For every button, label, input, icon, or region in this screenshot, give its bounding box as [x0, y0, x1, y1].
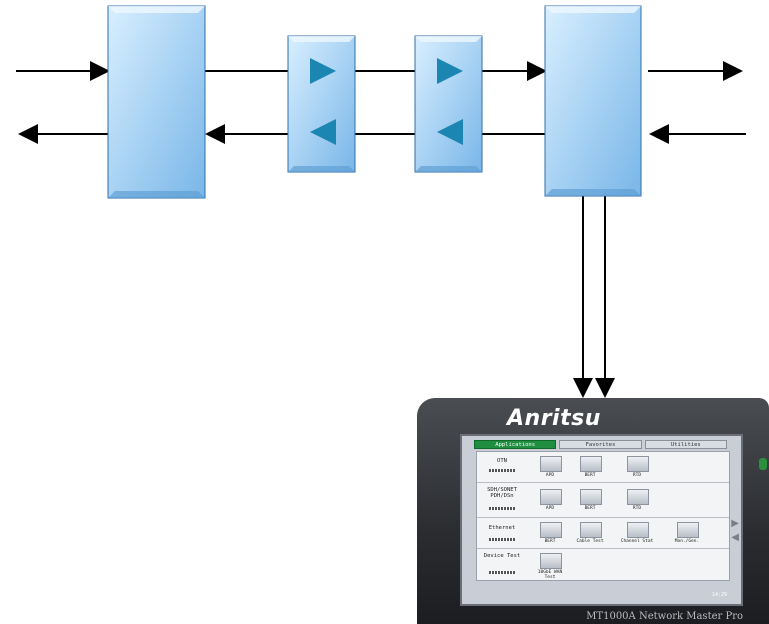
- tab-utilities[interactable]: Utilities: [644, 440, 727, 449]
- category-row-ethernet: Ethernet BERT Cable Test Channel Stat Mo…: [477, 518, 729, 549]
- category-label: OTN: [497, 458, 507, 464]
- category-label: Device Test: [483, 553, 521, 559]
- category-label: Ethernet: [488, 525, 516, 531]
- app-icon[interactable]: [627, 489, 649, 505]
- app-label: RTD: [632, 473, 642, 478]
- app-label: BERT: [584, 473, 596, 478]
- reverse-triangle-1: [310, 119, 336, 145]
- app-label: Channel Stat: [620, 539, 654, 544]
- prev-page-icon[interactable]: ◀: [731, 532, 739, 543]
- chip-icon: [489, 469, 515, 472]
- category-row-otn: OTN APD BERT RTD: [477, 452, 729, 483]
- status-bar-clock: 14:29: [711, 592, 727, 598]
- app-icon[interactable]: [540, 489, 562, 505]
- app-label: BERT: [544, 539, 556, 544]
- app-icon[interactable]: [580, 522, 602, 538]
- app-label: Cable Test: [576, 539, 604, 544]
- application-list: OTN APD BERT RTD SDH/SONET PDH/DSn APD B…: [476, 451, 730, 581]
- category-row-device-test: Device Test 10GbE WAN Test: [477, 549, 729, 580]
- model-name: MT1000A Network Master Pro: [586, 611, 743, 622]
- app-icon[interactable]: [540, 553, 562, 569]
- next-page-icon[interactable]: ▶: [731, 518, 739, 529]
- app-label: APD: [545, 473, 555, 478]
- brand-logo: Anritsu: [507, 406, 601, 431]
- app-label: BERT: [584, 506, 596, 511]
- forward-triangle-2: [437, 58, 463, 84]
- app-label: RTD: [632, 506, 642, 511]
- box-1: [107, 5, 206, 199]
- repeater-box-1: [287, 35, 356, 173]
- forward-triangle-1: [310, 58, 336, 84]
- network-tester-device: Anritsu Applications Favorites Utilities…: [417, 398, 769, 624]
- app-icon[interactable]: [627, 522, 649, 538]
- tab-applications[interactable]: Applications: [474, 440, 557, 449]
- reverse-triangle-2: [437, 119, 463, 145]
- connector-lines: [16, 61, 746, 398]
- category-label: SDH/SONET PDH/DSn: [487, 487, 517, 499]
- app-icon[interactable]: [627, 456, 649, 472]
- chip-icon: [489, 538, 515, 541]
- power-button[interactable]: [759, 458, 767, 470]
- category-row-sdh: SDH/SONET PDH/DSn APD BERT RTD: [477, 483, 729, 518]
- app-label: Mon./Gen.: [674, 539, 700, 544]
- app-icon[interactable]: [580, 489, 602, 505]
- box-2: [544, 5, 642, 197]
- chip-icon: [489, 507, 515, 510]
- screen-tabs: Applications Favorites Utilities: [474, 440, 727, 449]
- app-label: 10GbE WAN Test: [537, 570, 563, 580]
- app-icon[interactable]: [677, 522, 699, 538]
- app-icon[interactable]: [580, 456, 602, 472]
- repeater-box-2: [414, 35, 483, 173]
- app-label: APD: [545, 506, 555, 511]
- chip-icon: [489, 571, 515, 574]
- app-icon[interactable]: [540, 522, 562, 538]
- tab-favorites[interactable]: Favorites: [559, 440, 642, 449]
- app-icon[interactable]: [540, 456, 562, 472]
- device-screen: Applications Favorites Utilities OTN APD…: [460, 434, 743, 606]
